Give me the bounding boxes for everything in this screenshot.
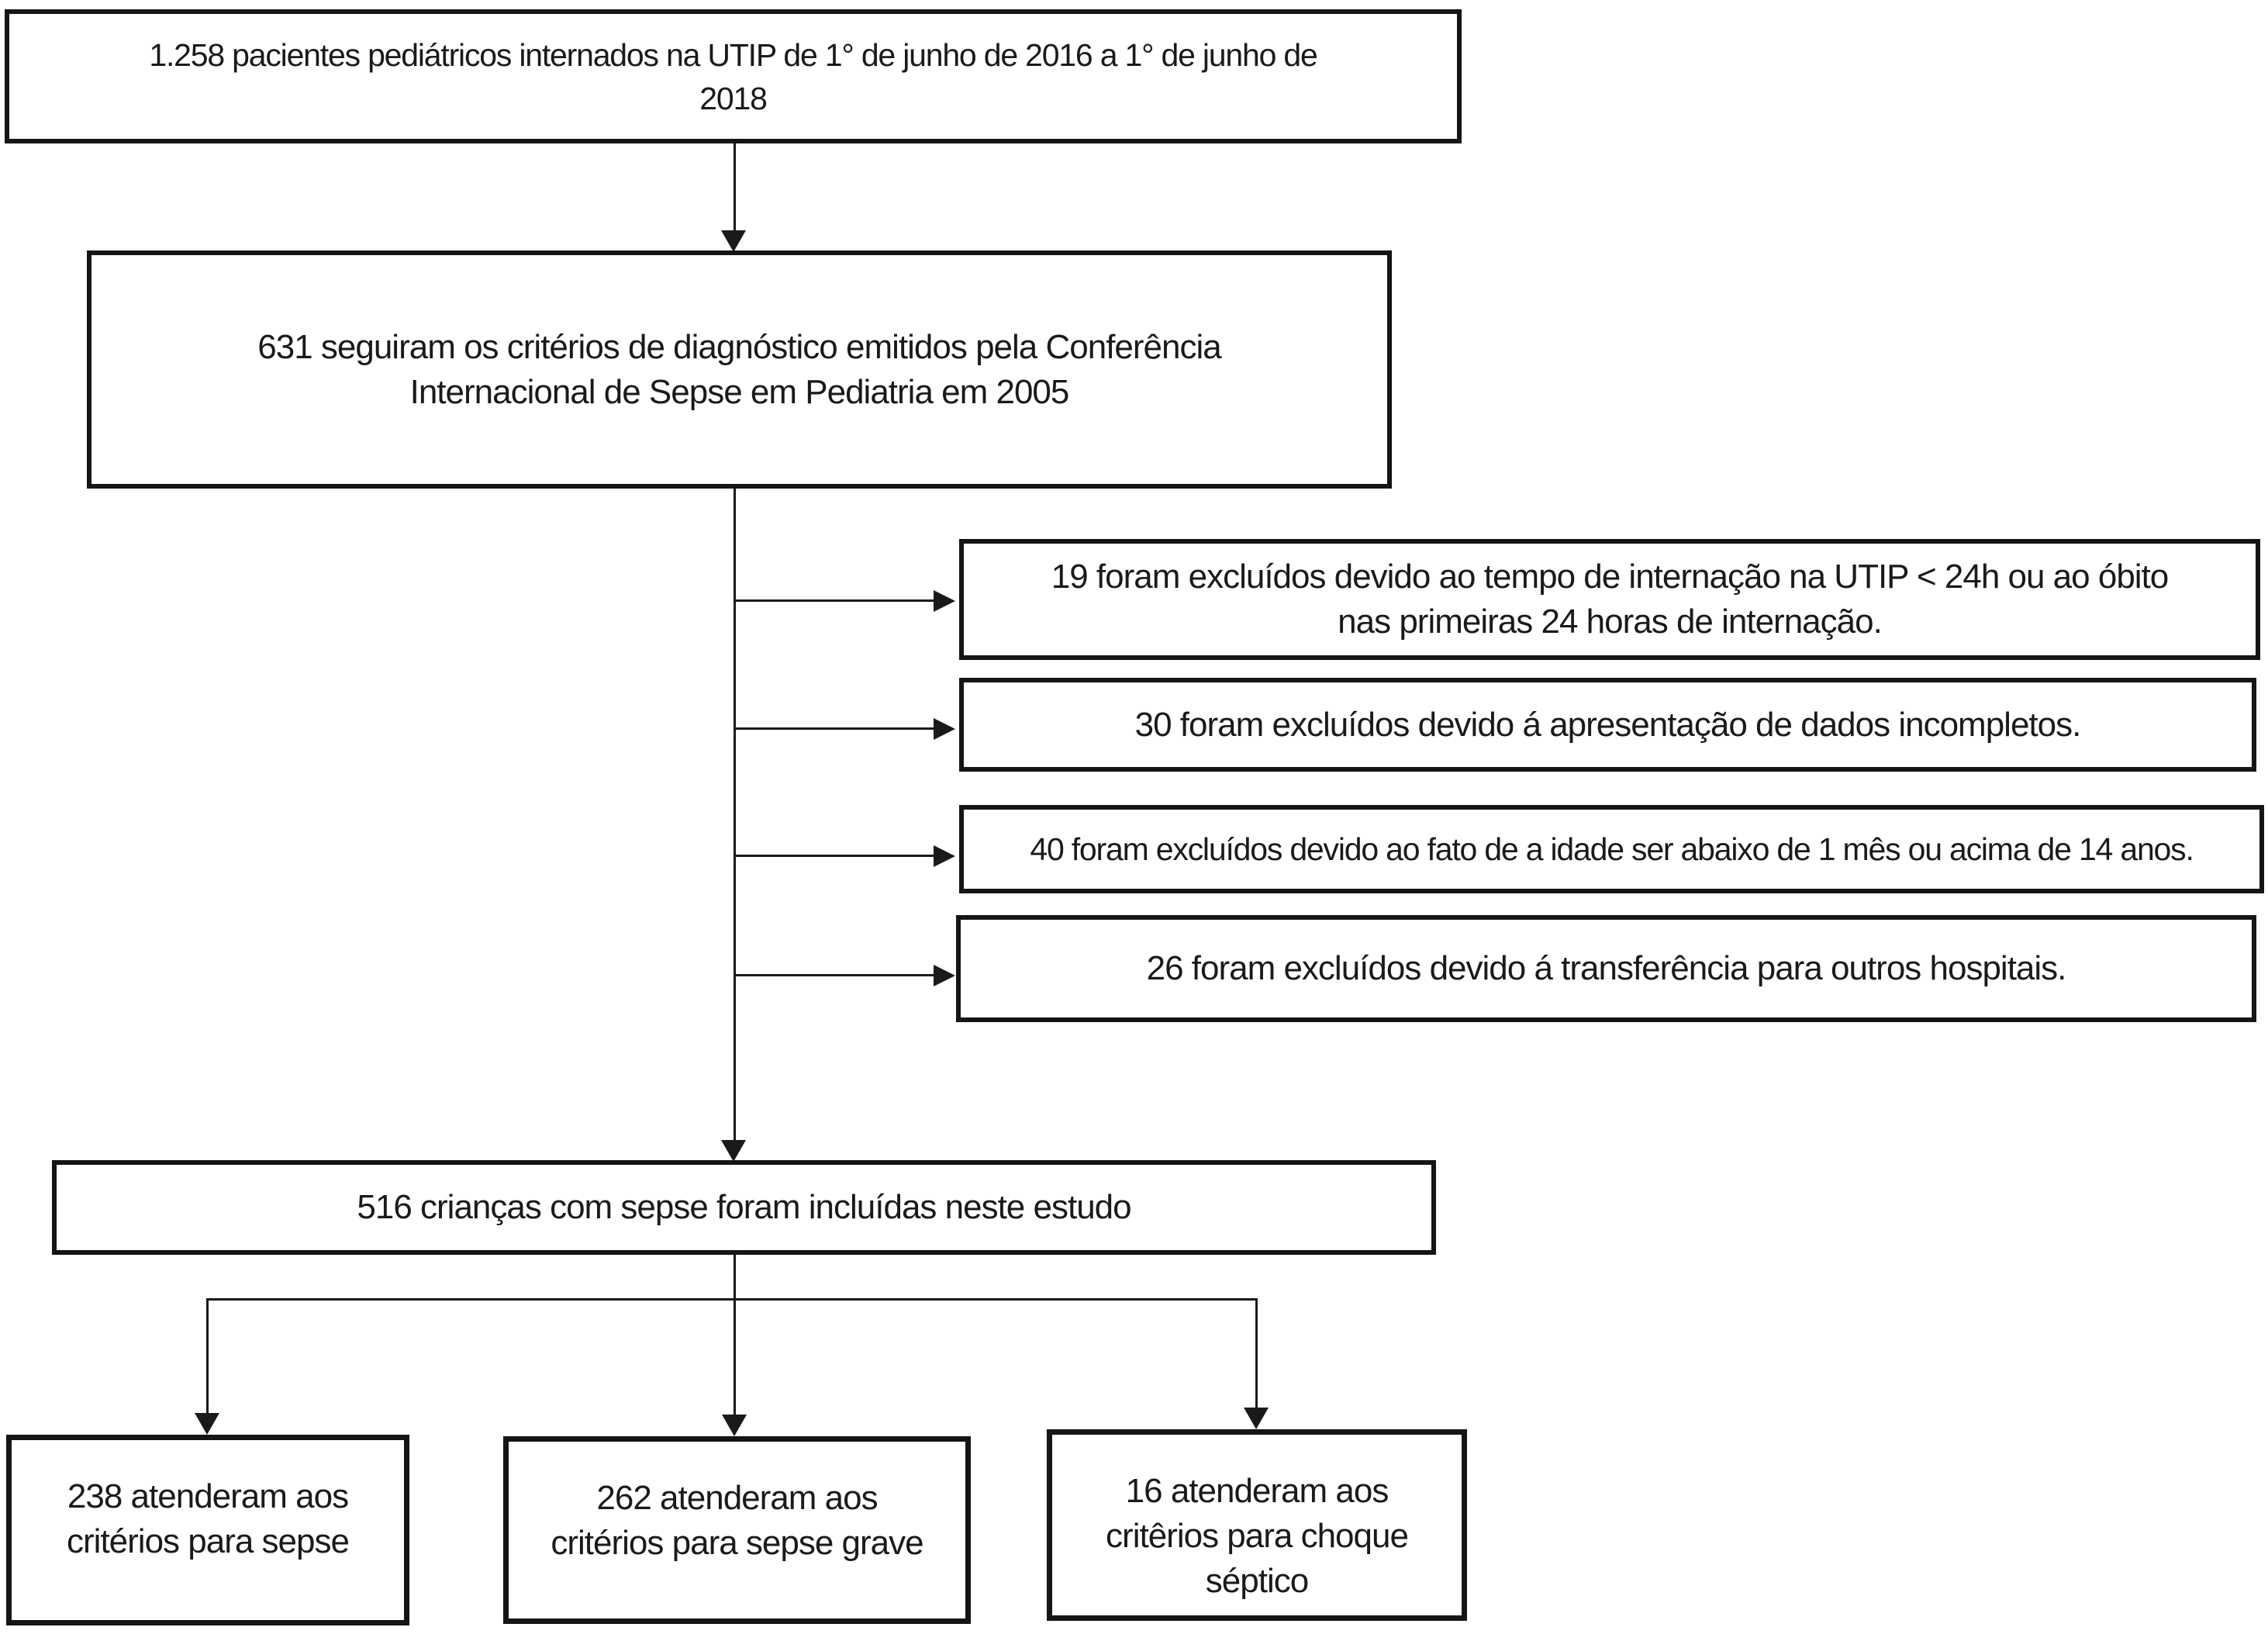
box-sepsis-criteria-line1: 631 seguiram os critérios de diagnóstico…: [257, 327, 1221, 366]
connector-included-to-distributor-line: [734, 1255, 736, 1300]
box-exclusion-transfer: 26 foram excluídos devido á transferênci…: [956, 915, 2256, 1022]
arrow-down-icon: [722, 1415, 747, 1436]
box-exclusion-incomplete-data-line1: 30 foram excluídos devido á apresentação…: [1134, 705, 2082, 744]
box-included-children-line1: 516 crianças com sepse foram incluídas n…: [357, 1188, 1131, 1226]
box-outcome-septic-shock: 16 atenderam aos critêrios para choque s…: [1047, 1429, 1467, 1621]
arrow-down-icon: [195, 1413, 219, 1435]
connector-exclusion-2-line: [734, 727, 934, 730]
arrow-right-icon: [934, 965, 955, 986]
box-total-patients-line1: 1.258 pacientes pediátricos internados n…: [149, 36, 1317, 73]
box-outcome-severe-sepsis: 262 atenderam aos critérios para sepse g…: [503, 1436, 971, 1624]
box-exclusion-transfer-line1: 26 foram excluídos devido á transferênci…: [1146, 949, 2067, 987]
box-exclusion-icu-stay: 19 foram excluídos devido ao tempo de in…: [959, 539, 2260, 660]
box-outcome-sepsis: 238 atenderam aos critérios para sepse: [6, 1435, 409, 1625]
arrow-right-icon: [934, 590, 955, 612]
connector-criteria-to-included-line: [734, 489, 736, 1143]
box-outcome-severe-sepsis-line2: critérios para sepse grave: [551, 1524, 923, 1562]
box-outcome-septic-shock-line1: 16 atenderam aos: [1125, 1472, 1389, 1510]
box-included-children: 516 crianças com sepse foram incluídas n…: [52, 1160, 1436, 1255]
box-exclusion-icu-stay-line2: nas primeiras 24 horas de internação.: [1338, 603, 1883, 641]
box-outcome-septic-shock-line2: critêrios para choque: [1106, 1517, 1409, 1555]
box-outcome-septic-shock-line3: séptico: [1205, 1562, 1309, 1600]
box-exclusion-icu-stay-line1: 19 foram excluídos devido ao tempo de in…: [1051, 558, 2170, 596]
box-exclusion-age-line1: 40 foram excluídos devido ao fato de a i…: [1030, 831, 2194, 867]
arrow-right-icon: [934, 718, 955, 740]
box-outcome-sepsis-line1: 238 atenderam aos: [67, 1477, 349, 1515]
connector-to-outcome-shock-line: [1255, 1299, 1258, 1408]
connector-exclusion-4-line: [734, 974, 934, 976]
arrow-right-icon: [934, 845, 955, 867]
distributor-line: [206, 1298, 1258, 1301]
box-total-patients-line2: 2018: [699, 80, 768, 116]
connector-to-outcome-sepsis-line: [206, 1299, 209, 1413]
connector-exclusion-1-line: [734, 599, 934, 602]
arrow-down-icon: [1244, 1408, 1269, 1429]
box-exclusion-incomplete-data: 30 foram excluídos devido á apresentação…: [959, 678, 2256, 772]
connector-total-to-criteria-line: [734, 143, 736, 232]
box-sepsis-criteria-line2: Internacional de Sepse em Pediatria em 2…: [409, 372, 1070, 411]
box-exclusion-age: 40 foram excluídos devido ao fato de a i…: [959, 805, 2264, 893]
box-outcome-severe-sepsis-line1: 262 atenderam aos: [596, 1479, 878, 1517]
box-total-patients: 1.258 pacientes pediátricos internados n…: [5, 9, 1462, 143]
arrow-down-icon: [721, 230, 746, 252]
box-outcome-sepsis-line2: critérios para sepse: [67, 1522, 350, 1560]
box-sepsis-criteria: 631 seguiram os critérios de diagnóstico…: [87, 250, 1392, 489]
connector-to-outcome-severe-line: [734, 1299, 736, 1415]
connector-exclusion-3-line: [734, 855, 934, 857]
arrow-down-icon: [721, 1140, 746, 1162]
